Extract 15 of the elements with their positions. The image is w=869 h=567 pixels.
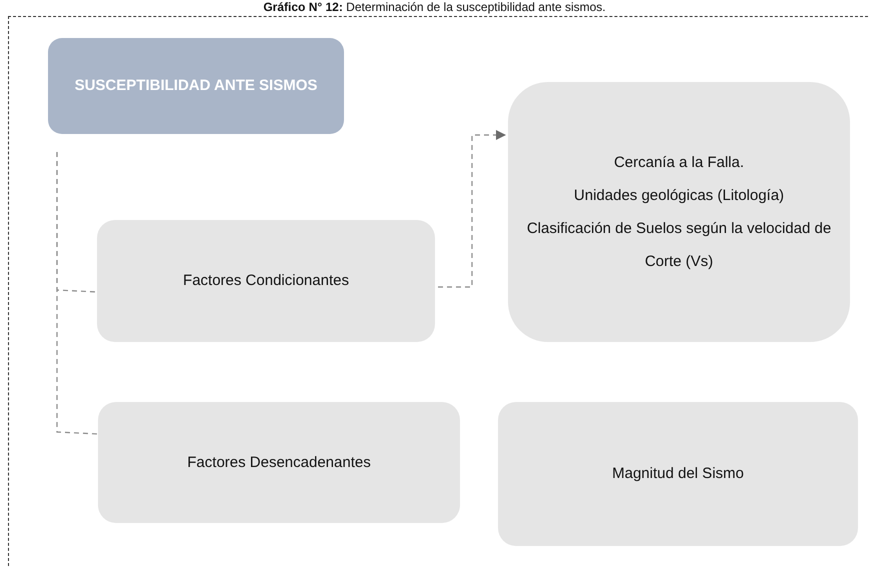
box-text: Factores Condicionantes [183,271,349,291]
box-text: SUSCEPTIBILIDAD ANTE SISMOS [74,76,318,96]
connector [438,130,506,288]
box-text: Unidades geológicas (Litología) [574,186,784,206]
figure-title: Gráfico N° 12: Determinación de la susceptibilidad ante sismos. [262,0,607,14]
heading-box [48,38,344,134]
box-text: Factores Desencadenantes [187,452,371,472]
factor-box [498,402,858,546]
factor-box [98,402,460,523]
connector [56,152,98,435]
box-text: Cercanía a la Falla. [614,153,744,173]
factor-box [97,220,435,342]
factor-box [508,82,850,342]
box-text: Magnitud del Sismo [612,464,744,484]
box-text: Clasificación de Suelos según la velocidad de Corte (Vs) [526,219,832,272]
